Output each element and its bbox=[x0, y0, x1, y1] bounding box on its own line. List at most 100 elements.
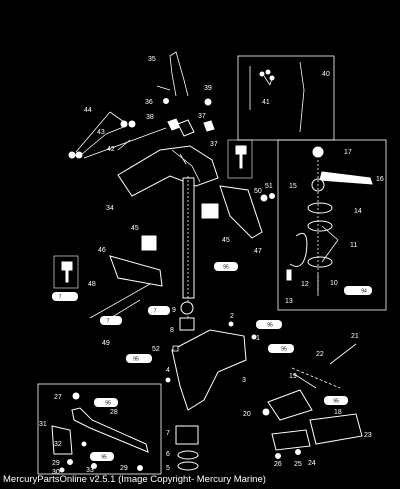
callout-7: 7 bbox=[166, 430, 170, 437]
part-22-link bbox=[291, 367, 341, 389]
part-48-rod bbox=[89, 283, 151, 319]
svg-text:95: 95 bbox=[333, 399, 339, 405]
svg-text:94: 94 bbox=[361, 289, 367, 295]
part-36-screw bbox=[163, 98, 169, 104]
callout-3: 3 bbox=[242, 377, 246, 384]
part-16-lever bbox=[319, 171, 373, 185]
part-44-washer-b bbox=[68, 151, 76, 159]
part-3-housing bbox=[171, 329, 247, 411]
callout-33: 33 bbox=[86, 467, 94, 474]
svg-text:95: 95 bbox=[133, 357, 139, 363]
callout-51: 51 bbox=[265, 183, 273, 190]
callout-labels: 35 36 39 40 41 44 38 37 43 37 42 17 15 1… bbox=[39, 56, 384, 476]
callout-29b: 29 bbox=[120, 465, 128, 472]
part-5-ring bbox=[177, 461, 199, 471]
lube-tag-94: 94 bbox=[344, 286, 372, 295]
part-19-arm bbox=[293, 373, 317, 389]
part-45-block-b bbox=[141, 235, 157, 251]
part-41-pin-a bbox=[259, 71, 265, 77]
callout-43: 43 bbox=[97, 129, 105, 136]
part-18-bracket bbox=[267, 389, 313, 421]
part-35-bracket bbox=[169, 51, 189, 97]
lube-tag-95-g: 95 bbox=[90, 452, 114, 461]
part-23-shift-plate bbox=[309, 413, 363, 445]
lube-tag-95-a: 95 bbox=[214, 262, 238, 271]
part-29-screw-a bbox=[67, 459, 73, 465]
part-21-rod bbox=[329, 343, 357, 365]
inset-box-friction bbox=[277, 139, 387, 311]
part-39-nut bbox=[204, 98, 212, 106]
part-31-bracket bbox=[51, 425, 73, 455]
outboard-icon-b bbox=[61, 261, 73, 283]
callout-32: 32 bbox=[54, 441, 62, 448]
inset-box-tiller-handle bbox=[37, 383, 162, 475]
part-9-washer bbox=[180, 301, 194, 315]
part-27-knob bbox=[72, 392, 80, 400]
callout-52: 52 bbox=[152, 346, 160, 353]
part-11-disc-a bbox=[307, 220, 333, 232]
callout-9: 9 bbox=[172, 307, 176, 314]
svg-text:7: 7 bbox=[107, 319, 110, 325]
part-8-bushing bbox=[179, 317, 195, 331]
part-34-bracket-detail bbox=[171, 149, 201, 183]
part-26-nut bbox=[275, 453, 281, 459]
copyright-caption: MercuryPartsOnline v2.5.1 (Image Copyrig… bbox=[3, 474, 266, 485]
callout-5: 5 bbox=[166, 465, 170, 472]
part-32-pin bbox=[81, 441, 87, 447]
callout-26: 26 bbox=[274, 461, 282, 468]
callout-20: 20 bbox=[243, 411, 251, 418]
callout-27: 27 bbox=[54, 394, 62, 401]
part-17-knob bbox=[312, 146, 324, 158]
lube-tag-95-b: 95 bbox=[256, 320, 282, 329]
callout-12: 12 bbox=[301, 281, 309, 288]
svg-text:7: 7 bbox=[154, 309, 157, 315]
callout-14: 14 bbox=[354, 208, 362, 215]
part-20-screw bbox=[262, 408, 270, 416]
callout-35: 35 bbox=[148, 56, 156, 63]
steering-tube bbox=[182, 177, 195, 299]
callout-17: 17 bbox=[344, 149, 352, 156]
lube-tag-7-c: 7 bbox=[100, 316, 122, 325]
part-1-screw bbox=[251, 334, 257, 340]
callout-28: 28 bbox=[110, 409, 118, 416]
svg-text:7: 7 bbox=[59, 295, 62, 301]
callout-46: 46 bbox=[98, 247, 106, 254]
svg-text:95: 95 bbox=[101, 455, 107, 461]
inset-box-tiller-pins bbox=[237, 55, 335, 141]
leader-lines bbox=[75, 75, 339, 263]
part-30-screw bbox=[59, 467, 65, 473]
part-50-screw bbox=[260, 194, 268, 202]
callout-37a: 37 bbox=[198, 113, 206, 120]
lube-tag-95-e: 95 bbox=[94, 398, 118, 407]
callout-48: 48 bbox=[88, 281, 96, 288]
callout-31: 31 bbox=[39, 421, 47, 428]
callout-50: 50 bbox=[254, 188, 262, 195]
callout-30: 30 bbox=[52, 469, 60, 476]
part-51-nut bbox=[269, 193, 275, 199]
callout-13: 13 bbox=[285, 298, 293, 305]
outboard-icon-a bbox=[235, 145, 247, 169]
callout-29a: 29 bbox=[52, 460, 60, 467]
svg-text:95: 95 bbox=[223, 265, 229, 271]
callout-34: 34 bbox=[106, 205, 114, 212]
part-34-swivel-bracket bbox=[117, 145, 219, 197]
part-6-ring bbox=[177, 450, 199, 460]
callout-6: 6 bbox=[166, 451, 170, 458]
callout-37b: 37 bbox=[210, 141, 218, 148]
callout-23: 23 bbox=[364, 432, 372, 439]
callout-18: 18 bbox=[334, 409, 342, 416]
callout-49: 49 bbox=[102, 340, 110, 347]
part-52-square bbox=[172, 345, 179, 352]
part-11-disc-b bbox=[307, 256, 333, 268]
part-41-pin-b bbox=[265, 69, 271, 75]
outboard-icon-b-frame bbox=[53, 255, 79, 289]
callout-47: 47 bbox=[254, 248, 262, 255]
lube-tag-95-d: 95 bbox=[126, 354, 152, 363]
part-38-clamp bbox=[177, 119, 195, 137]
callout-41: 41 bbox=[262, 99, 270, 106]
callout-25: 25 bbox=[294, 461, 302, 468]
part-12-clamp bbox=[289, 232, 308, 267]
part-29-screw-b bbox=[137, 465, 143, 471]
part-43-nut-b bbox=[75, 151, 83, 159]
